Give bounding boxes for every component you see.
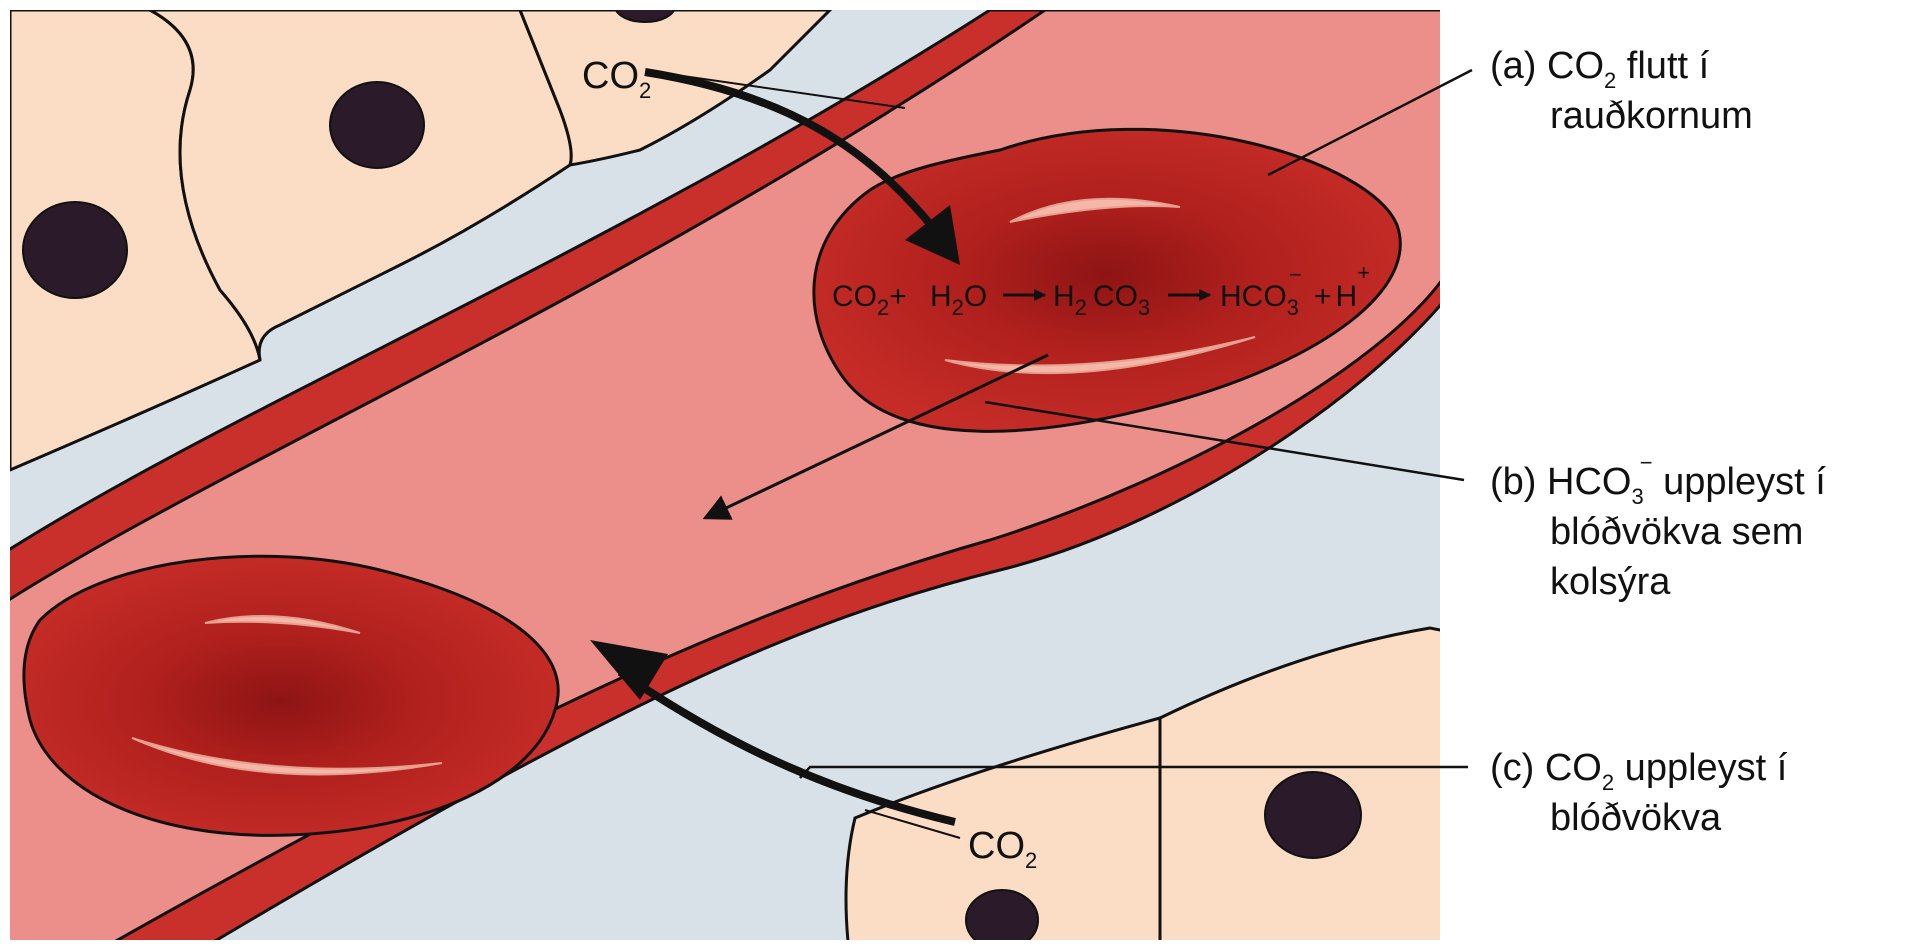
rbc-highlight	[204, 614, 361, 634]
rbc-highlight	[944, 336, 1256, 375]
rbc-highlight	[1009, 197, 1181, 223]
svg-text:CO2+: CO2+	[832, 280, 907, 320]
svg-text:blóðvökva sem: blóðvökva sem	[1550, 511, 1803, 553]
svg-text:(c) CO2 uppleyst í: (c) CO2 uppleyst í	[1490, 747, 1788, 795]
red-blood-cell-icon	[812, 127, 1402, 433]
red-blood-cell-icon	[22, 554, 560, 837]
tissue-cell-nucleus-icon	[22, 201, 128, 299]
svg-text:+H+: +H+	[1314, 260, 1370, 313]
bicarbonate-arrow	[702, 353, 1049, 520]
illustration-panel	[10, 10, 1440, 940]
arrowhead	[905, 205, 960, 265]
upper-tissue	[10, 10, 833, 472]
svg-text:(b) HCO3− uppleyst í: (b) HCO3− uppleyst í	[1490, 450, 1826, 509]
svg-text:H2O: H2O	[930, 280, 987, 320]
bottom-co2-label: CO2	[968, 825, 1037, 873]
leader-line-bottom-co2	[864, 809, 961, 839]
label-a: (a) CO2 flutt í rauðkornum	[1490, 45, 1753, 137]
svg-text:(a) CO2 flutt í: (a) CO2 flutt í	[1490, 45, 1710, 93]
leader-line-top-co2	[654, 71, 906, 109]
pointer-line-c	[799, 765, 1468, 779]
label-c: (c) CO2 uppleyst í blóðvökva	[1490, 747, 1788, 839]
diffusion-arrow-icon	[644, 68, 939, 233]
tissue-cell	[518, 10, 833, 167]
svg-text:blóðvökva: blóðvökva	[1550, 797, 1722, 839]
lower-nuclei	[965, 771, 1362, 940]
label-b: (b) HCO3− uppleyst í blóðvökva sem kolsý…	[1490, 450, 1826, 603]
svg-text:kolsýra: kolsýra	[1550, 561, 1671, 603]
tissue-cell-nucleus-icon	[614, 10, 676, 23]
svg-text:HCO3−: HCO3−	[1220, 262, 1302, 320]
top-co2-label: CO2	[582, 55, 651, 103]
pointer-line-a	[1267, 68, 1473, 177]
tissue-cell-nucleus-icon	[1264, 771, 1362, 859]
upper-nuclei	[22, 10, 676, 299]
pointer-line-b	[984, 400, 1465, 482]
tissue-cell-nucleus-icon	[329, 81, 425, 169]
tissue-cell-nucleus-icon	[965, 889, 1039, 940]
rbc-highlight	[131, 737, 443, 776]
tissue-cell	[844, 716, 1162, 940]
svg-text:rauðkornum: rauðkornum	[1550, 95, 1753, 137]
arrowhead	[590, 640, 668, 700]
diffusion-arrow-icon	[617, 668, 956, 826]
